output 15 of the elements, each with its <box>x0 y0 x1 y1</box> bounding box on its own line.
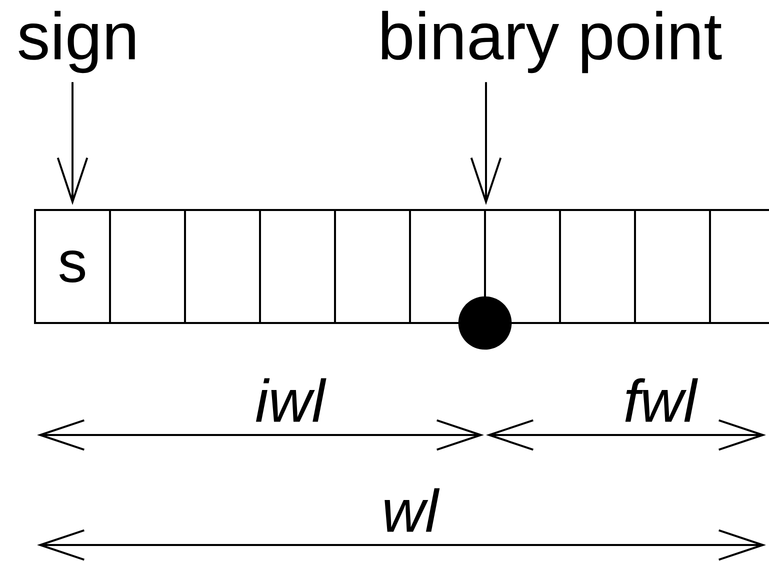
dimension-label: iwl <box>256 378 326 422</box>
bit-cell <box>334 209 411 324</box>
bit-cell <box>634 209 711 324</box>
label: sign <box>18 10 135 74</box>
leader-arrow <box>56 82 88 205</box>
dimension-label: fwl <box>625 378 698 422</box>
dimension-label: wl <box>384 488 440 532</box>
bit-cell <box>184 209 261 324</box>
bit-cell <box>559 209 636 324</box>
bit-cell <box>709 209 769 324</box>
label: binary point <box>382 10 722 74</box>
leader-arrow <box>470 82 502 205</box>
bit-cell <box>259 209 336 324</box>
bit-cell: s <box>34 209 111 324</box>
bit-cell <box>109 209 186 324</box>
